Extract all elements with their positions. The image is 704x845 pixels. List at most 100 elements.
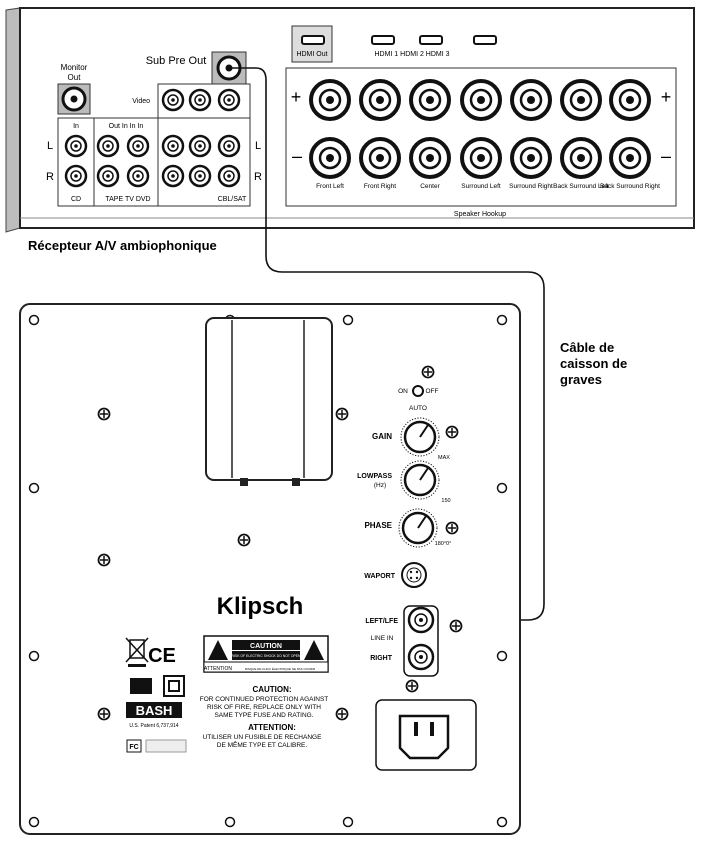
- black-label: [130, 678, 152, 694]
- cd-label: CD: [71, 196, 81, 203]
- speaker-terminal: [359, 79, 401, 121]
- panel-hole: [496, 816, 508, 828]
- panel-hole: [496, 650, 508, 662]
- minus-left: –: [292, 146, 302, 166]
- screw: [405, 679, 419, 693]
- gain-label: GAIN: [372, 432, 392, 441]
- speaker-terminal: [309, 79, 351, 121]
- control-knobs: [398, 417, 440, 548]
- speaker-label-front-left: Front Left: [316, 183, 344, 190]
- speaker-terminal: [409, 79, 451, 121]
- amp-heatsink: [205, 317, 333, 486]
- screw: [421, 365, 435, 379]
- rca-jack: [161, 134, 185, 158]
- speaker-label-surround-right: Surround Right: [509, 183, 553, 190]
- label-L-right: L: [255, 140, 261, 152]
- caution-body-3: SAME TYPE FUSE AND RATING.: [214, 712, 313, 719]
- panel-hole: [28, 816, 40, 828]
- analog-io-block: [57, 83, 251, 207]
- speaker-terminal: [609, 79, 651, 121]
- speaker-terminal: [510, 79, 552, 121]
- speaker-label-back-surround-left: Back Surround Left: [553, 183, 609, 190]
- speaker-label-back-surround-right: Back Surround Right: [600, 183, 660, 190]
- weee-bin-icon: [125, 637, 149, 667]
- ce-mark: CE: [148, 645, 176, 667]
- speaker-terminal: [510, 137, 552, 179]
- phase-range-label: 180°0°: [435, 541, 452, 547]
- monitor-out-label-2: Out: [68, 73, 82, 82]
- cable-label-3: graves: [560, 372, 602, 387]
- label-R-left: R: [46, 171, 54, 183]
- line-in-jacks: [403, 605, 439, 677]
- attention-body-1: UTILISER UN FUSIBLE DE RECHANGE: [203, 734, 322, 741]
- lowpass-max-label: 150: [441, 498, 450, 504]
- rca-jack: [217, 134, 241, 158]
- rca-jack: [217, 88, 241, 112]
- attention-label: ATTENTION: [204, 666, 232, 672]
- monitor-out-label: Monitor: [61, 63, 88, 72]
- panel-hole: [224, 816, 236, 828]
- lowpass-hz-label: (Hz): [374, 482, 386, 489]
- tape-tv-dvd-label: TAPE TV DVD: [105, 196, 150, 203]
- screw: [237, 533, 251, 547]
- small-print-box: [145, 739, 187, 753]
- caution-sub: RISK OF ELECTRIC SHOCK DO NOT OPEN: [232, 654, 301, 658]
- panel-hole: [28, 314, 40, 326]
- power-auto-label: AUTO: [409, 405, 427, 412]
- power-inlet: [375, 699, 477, 771]
- minus-right: –: [661, 146, 671, 166]
- label-L-left: L: [47, 140, 53, 152]
- attention-body-title: ATTENTION:: [248, 723, 296, 732]
- speaker-terminal: [560, 137, 602, 179]
- speaker-terminal: [460, 79, 502, 121]
- waport-label: WAPORT: [364, 573, 395, 580]
- waport-jack: [401, 562, 427, 588]
- screw: [97, 707, 111, 721]
- speaker-label-front-right: Front Right: [364, 183, 396, 190]
- panel-hole: [28, 482, 40, 494]
- screw: [449, 619, 463, 633]
- control-knob: [400, 460, 440, 500]
- speaker-terminals: [309, 79, 651, 179]
- bash-logo-box: [126, 702, 182, 718]
- fc-badge: [126, 739, 142, 753]
- hdmi-out-port: [291, 25, 333, 63]
- hdmi-in-label: HDMI 1 HDMI 2 HDMI 3: [374, 51, 449, 58]
- sub-pre-out-label: Sub Pre Out: [146, 55, 207, 67]
- panel-hole: [342, 816, 354, 828]
- speaker-terminal: [560, 79, 602, 121]
- rca-jack: [188, 134, 212, 158]
- power-switch: [412, 385, 424, 397]
- caution-body-title: CAUTION:: [252, 685, 291, 694]
- control-knob: [398, 508, 438, 548]
- speaker-terminal: [609, 137, 651, 179]
- bash-logo: BASH: [136, 703, 173, 718]
- double-insulation-icon: [163, 675, 185, 697]
- attention-fr-label: RISQUE DE CHOC ÉLECTRIQUE NE PAS OUVRIR: [245, 666, 316, 671]
- hdmi-out-label: HDMI Out: [296, 51, 327, 58]
- speaker-terminal: [359, 137, 401, 179]
- power-off-label: OFF: [426, 388, 439, 395]
- power-on-label: ON: [398, 388, 408, 395]
- cbl-sat-label: CBL/SAT: [218, 196, 247, 203]
- speaker-label-center: Center: [420, 183, 440, 190]
- caution-title: CAUTION: [250, 643, 282, 650]
- rca-jack: [161, 88, 185, 112]
- rca-jack: [161, 164, 185, 188]
- out-in-label: Out In In In: [109, 123, 144, 130]
- plus-right: +: [661, 87, 672, 107]
- rca-jack: [64, 164, 88, 188]
- lowpass-label: LOWPASS: [357, 473, 392, 480]
- caution-label: [203, 635, 329, 673]
- rca-jack: [96, 134, 120, 158]
- bash-sub: U.S. Patent 6,737,914: [129, 723, 178, 729]
- caution-body-1: FOR CONTINUED PROTECTION AGAINST: [200, 696, 329, 703]
- speaker-terminal: [460, 137, 502, 179]
- cable-label-2: caisson de: [560, 356, 627, 371]
- line-in-label: LINE IN: [371, 635, 394, 642]
- screw: [445, 425, 459, 439]
- rca-jack: [217, 164, 241, 188]
- rca-jack: [126, 164, 150, 188]
- rca-jack: [96, 164, 120, 188]
- plus-left: +: [291, 87, 302, 107]
